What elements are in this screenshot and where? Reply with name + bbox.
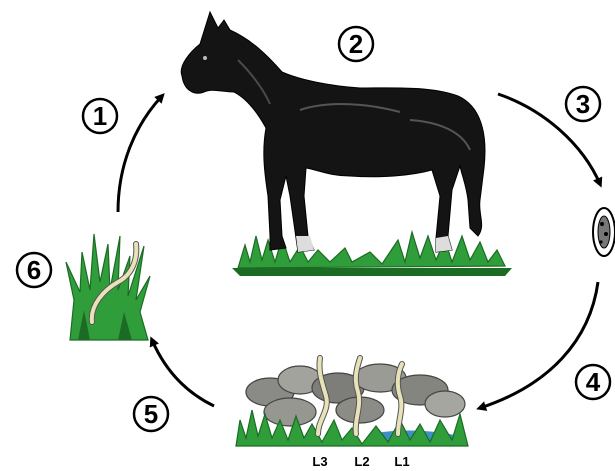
- step-4-marker: 4: [576, 365, 610, 399]
- arrow-5-pasture-to-grass: [152, 340, 214, 406]
- arrow-1-grass-to-horse: [118, 96, 162, 212]
- egg-in-feces-icon: [593, 208, 615, 256]
- pasture-larvae-scene: L3 L2 L1: [236, 358, 468, 469]
- horse-body: [181, 12, 485, 252]
- step-3-number: 3: [576, 89, 590, 119]
- label-l2: L2: [354, 454, 369, 469]
- step-2-number: 2: [349, 29, 363, 59]
- step-2-marker: 2: [339, 27, 373, 61]
- step-6-number: 6: [27, 255, 41, 285]
- step-3-marker: 3: [566, 87, 600, 121]
- step-5-marker: 5: [134, 397, 168, 431]
- grass-with-larva: [66, 234, 150, 340]
- step-1-number: 1: [93, 101, 107, 131]
- step-4-number: 4: [586, 367, 601, 397]
- step-5-number: 5: [144, 399, 158, 429]
- label-l3: L3: [312, 454, 327, 469]
- step-6-marker: 6: [17, 253, 51, 287]
- label-l1: L1: [394, 454, 409, 469]
- step-1-marker: 1: [83, 99, 117, 133]
